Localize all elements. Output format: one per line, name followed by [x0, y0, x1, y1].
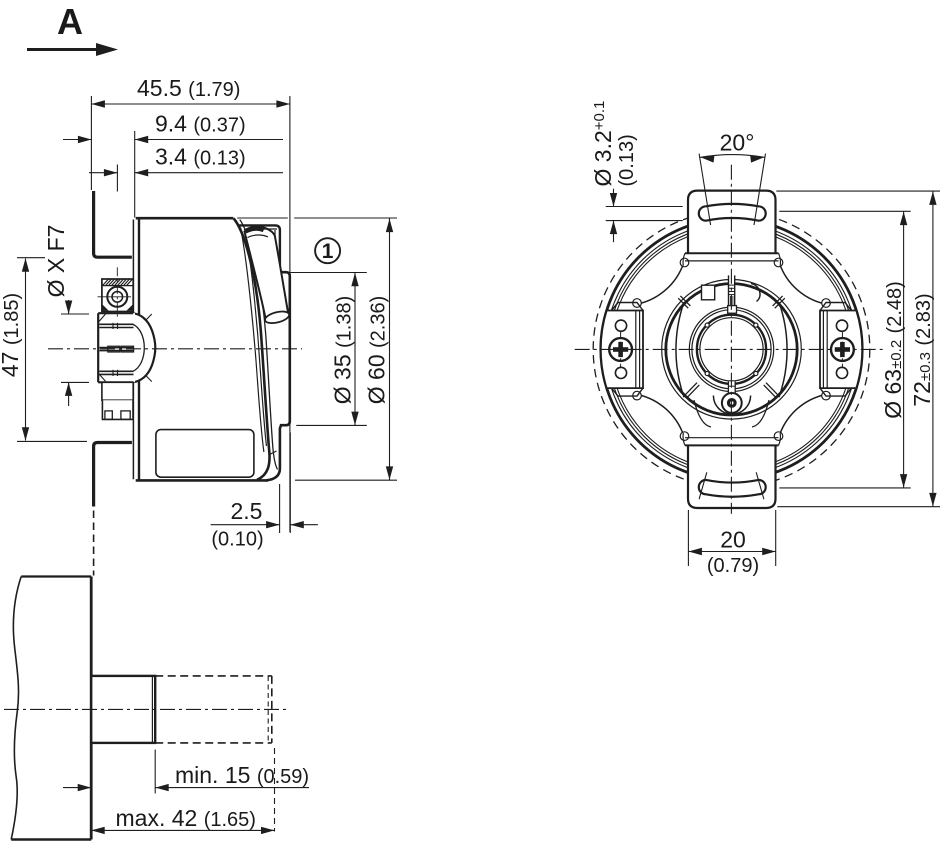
svg-text:47 (1.85): 47 (1.85): [0, 293, 23, 377]
svg-text:Ø X F7: Ø X F7: [43, 225, 69, 298]
svg-text:(0.13): (0.13): [616, 134, 638, 186]
svg-text:Ø 60 (2.36): Ø 60 (2.36): [364, 296, 390, 405]
svg-text:3.4 (0.13): 3.4 (0.13): [155, 144, 246, 170]
svg-text:(0.10): (0.10): [211, 529, 263, 551]
svg-text:(0.79): (0.79): [707, 555, 759, 577]
svg-text:20°: 20°: [720, 130, 755, 156]
svg-text:2.5: 2.5: [231, 498, 263, 524]
svg-text:A: A: [57, 1, 83, 42]
svg-text:20: 20: [720, 527, 746, 553]
svg-text:max. 42 (1.65): max. 42 (1.65): [116, 805, 256, 831]
svg-text:45.5 (1.79): 45.5 (1.79): [137, 75, 240, 101]
svg-text:72±0.3 (2.83): 72±0.3 (2.83): [909, 293, 935, 406]
svg-text:1: 1: [322, 240, 334, 263]
svg-text:9.4 (0.37): 9.4 (0.37): [155, 111, 246, 137]
svg-text:min. 15 (0.59): min. 15 (0.59): [175, 762, 309, 788]
svg-text:Ø 35 (1.38): Ø 35 (1.38): [330, 296, 356, 405]
